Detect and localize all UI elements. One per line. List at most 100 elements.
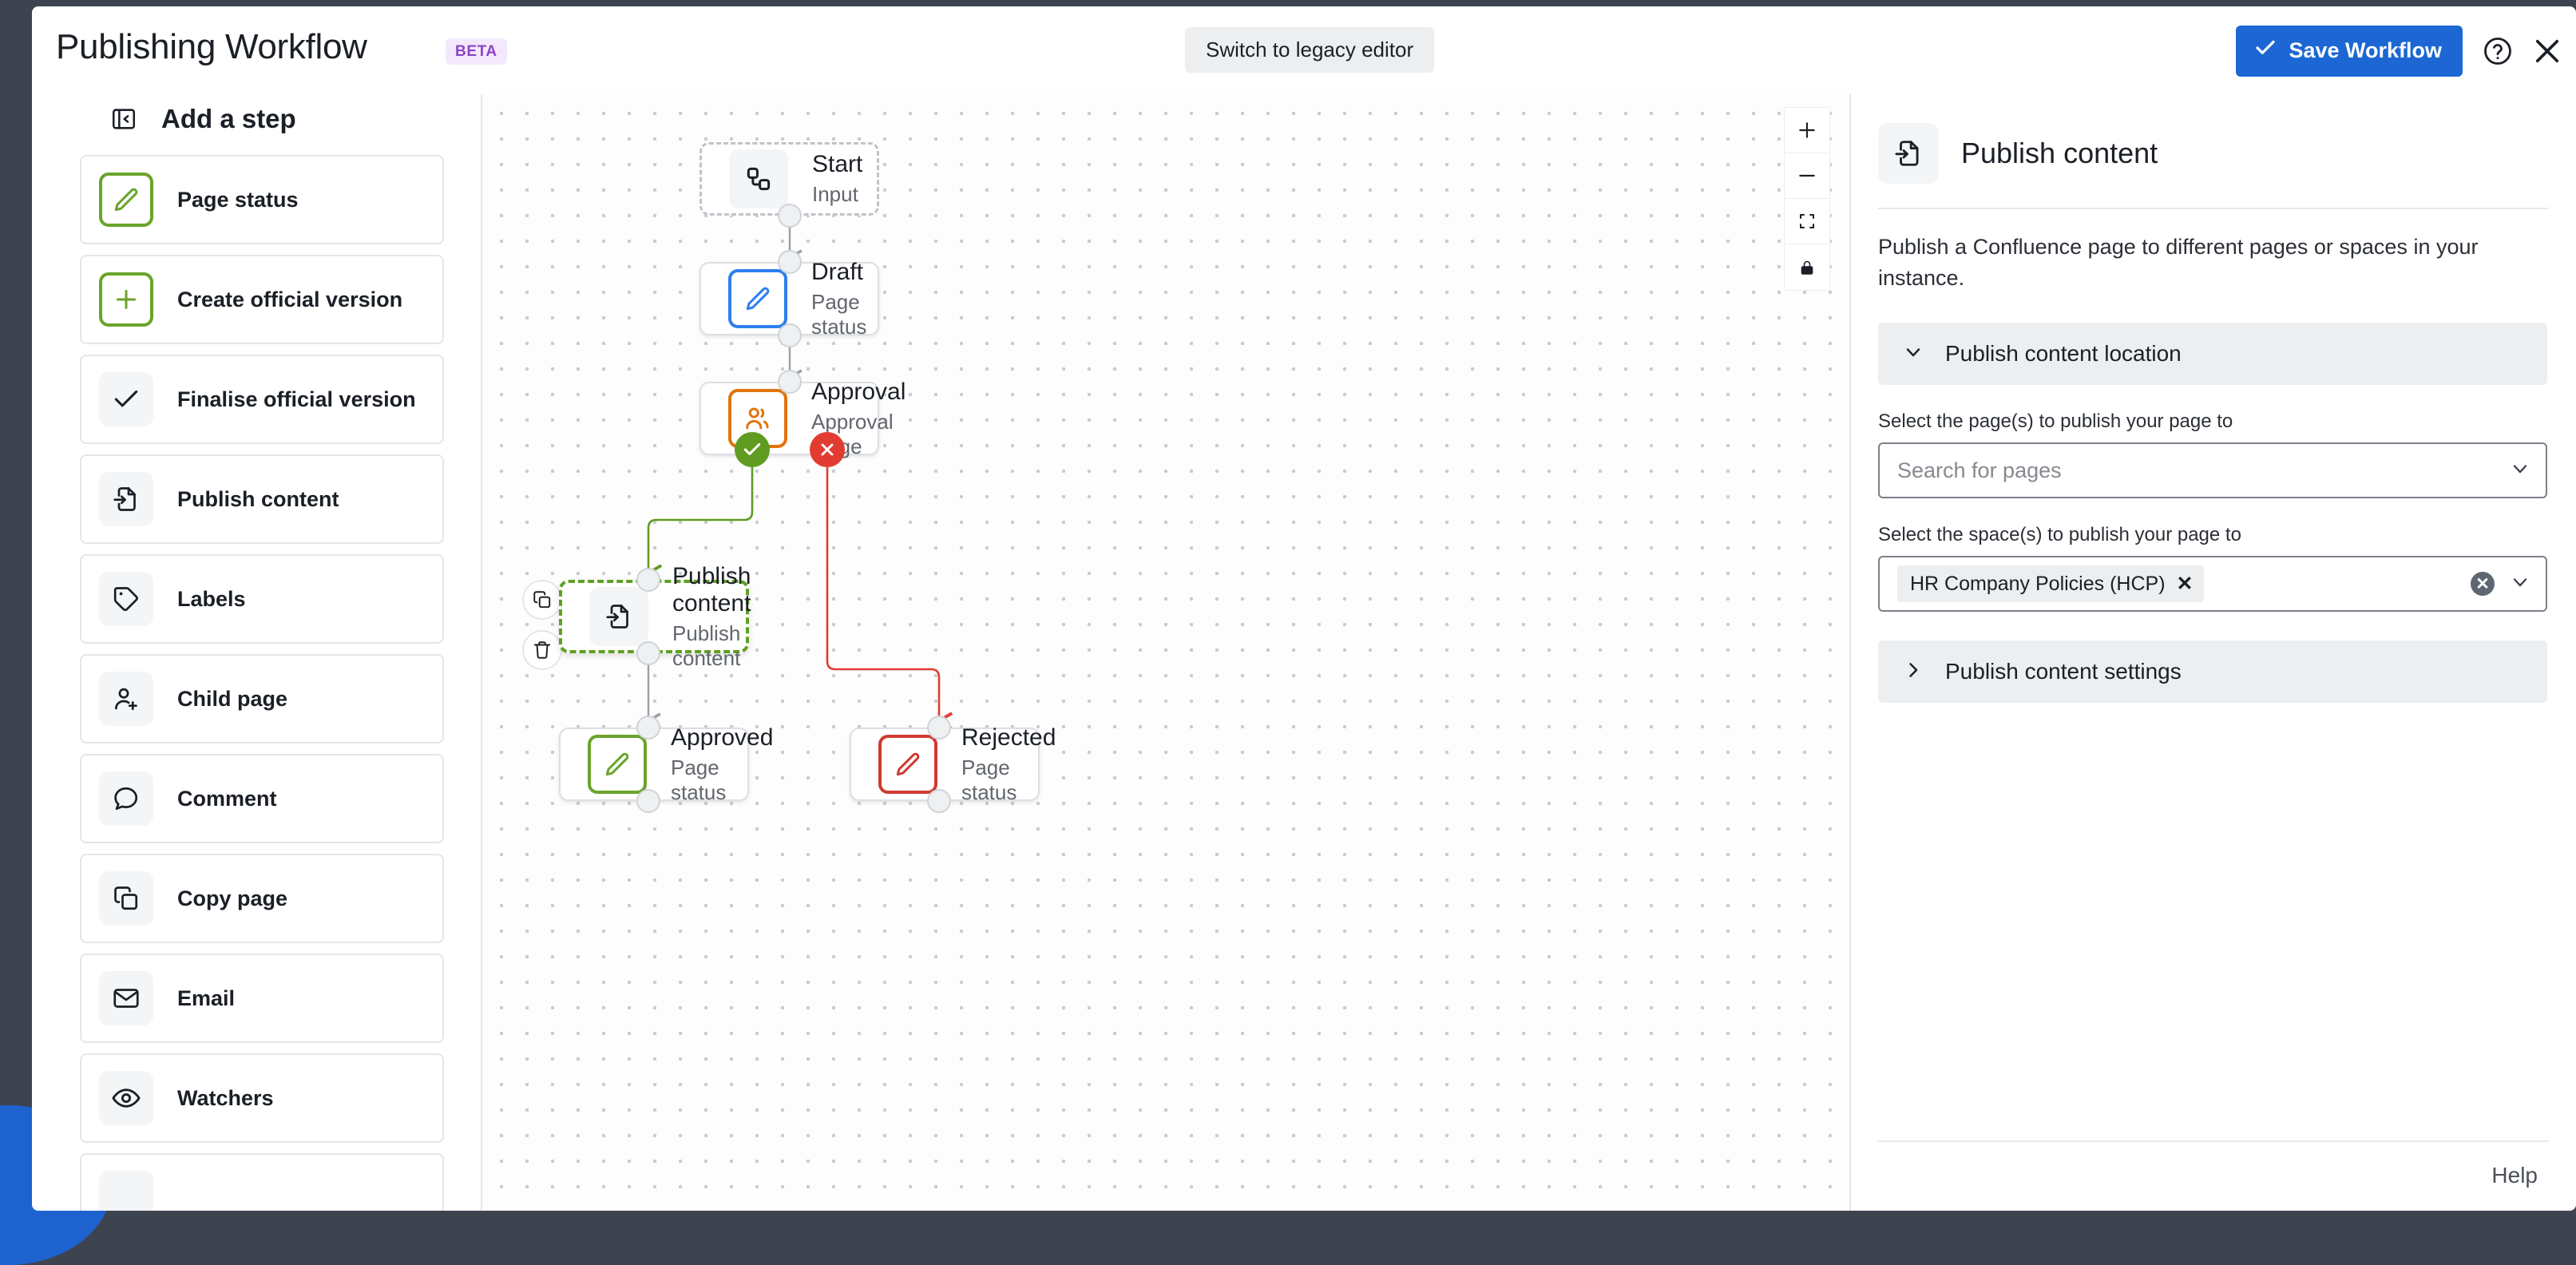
envelope-icon (99, 971, 153, 1025)
node-title: Start (812, 151, 862, 178)
node-port-draft-in[interactable] (778, 250, 802, 274)
node-subtitle: Input (812, 182, 862, 207)
lock-icon[interactable] (1785, 244, 1829, 290)
publish-file-icon (99, 472, 153, 526)
sidebar-title: Add a step (161, 104, 296, 134)
question-circle-icon[interactable] (2477, 30, 2519, 72)
check-icon (2253, 36, 2277, 65)
step-config-panel: Publish content Publish a Confluence pag… (1851, 94, 2576, 1211)
sidebar-item-child-page[interactable]: Child page (80, 654, 444, 744)
clear-selection-icon[interactable]: ✕ (2471, 572, 2495, 596)
node-port-publish-out[interactable] (636, 641, 660, 665)
node-title: Rejected (961, 724, 1056, 751)
canvas-zoom-controls (1784, 107, 1830, 291)
sidebar-item-label: Copy page (177, 886, 287, 911)
check-icon (99, 372, 153, 426)
node-title: Approval (811, 379, 906, 406)
pages-select-field[interactable]: Search for pages (1878, 442, 2547, 498)
eye-icon (99, 1071, 153, 1125)
accordion-label: Publish content location (1945, 341, 2182, 367)
help-link[interactable]: Help (2491, 1163, 2549, 1188)
plus-icon (99, 272, 153, 327)
pencil-icon (99, 172, 153, 227)
add-step-sidebar: Add a step Page status Create official v… (32, 94, 482, 1211)
save-workflow-label: Save Workflow (2289, 38, 2442, 63)
zoom-in-button[interactable] (1785, 108, 1829, 153)
sidebar-header: Add a step (32, 94, 481, 155)
sidebar-item-label: Publish content (177, 487, 339, 512)
sidebar-item-create-official-version[interactable]: Create official version (80, 255, 444, 344)
save-workflow-button[interactable]: Save Workflow (2236, 26, 2463, 77)
chevron-down-icon[interactable] (2509, 571, 2531, 597)
pencil-icon (728, 269, 787, 328)
pencil-icon (878, 735, 937, 794)
node-title: Publish content (672, 563, 751, 617)
panel-footer: Help (1878, 1140, 2549, 1211)
node-port-start-out[interactable] (778, 204, 802, 228)
chevron-down-icon (1902, 341, 1924, 367)
sidebar-item-email[interactable]: Email (80, 954, 444, 1043)
publish-file-icon (589, 587, 648, 646)
sidebar-item-label: Email (177, 986, 235, 1011)
sidebar-item-comment[interactable]: Comment (80, 754, 444, 843)
workflow-editor-modal: Publishing Workflow BETA Switch to legac… (32, 6, 2576, 1211)
accordion-label: Publish content settings (1945, 659, 2182, 684)
copy-icon (99, 871, 153, 926)
duplicate-node-button[interactable] (522, 580, 562, 620)
chevron-down-icon[interactable] (2509, 458, 2531, 484)
fit-view-icon[interactable] (1785, 199, 1829, 244)
node-port-approved-out[interactable] (636, 789, 660, 813)
node-subtitle: Page status (961, 755, 1056, 805)
sidebar-item-copy-page[interactable]: Copy page (80, 854, 444, 943)
sidebar-item-watchers[interactable]: Watchers (80, 1053, 444, 1143)
comment-icon (99, 771, 153, 826)
accordion-publish-content-settings[interactable]: Publish content settings (1878, 640, 2547, 703)
sidebar-item-labels[interactable]: Labels (80, 554, 444, 644)
switch-to-legacy-editor-button[interactable]: Switch to legacy editor (1185, 27, 1434, 73)
chevron-right-icon (1902, 659, 1924, 685)
tag-icon (99, 572, 153, 626)
beta-badge: BETA (446, 38, 507, 65)
sidebar-item-label: Child page (177, 687, 287, 712)
node-title: Approved (671, 724, 773, 751)
panel-header: Publish content (1851, 94, 2576, 184)
node-port-approval-in[interactable] (778, 370, 802, 394)
sidebar-item-label: Comment (177, 787, 277, 811)
selected-space-chip[interactable]: HR Company Policies (HCP) ✕ (1897, 565, 2204, 602)
search-input[interactable]: Search for pages (1897, 458, 2509, 483)
sidebar-item-finalise-official-version[interactable]: Finalise official version (80, 355, 444, 444)
node-port-draft-out[interactable] (778, 323, 802, 347)
node-port-publish-in[interactable] (636, 568, 660, 592)
node-subtitle: Publish content (672, 621, 751, 671)
reject-branch-badge[interactable] (810, 432, 845, 467)
sidebar-item-label: Labels (177, 587, 246, 612)
node-port-rejected-in[interactable] (927, 716, 951, 740)
sidebar-item-partial[interactable] (80, 1153, 444, 1211)
delete-node-button[interactable] (522, 630, 562, 670)
chip-remove-icon[interactable]: ✕ (2177, 572, 2194, 596)
sidebar-item-page-status[interactable]: Page status (80, 155, 444, 244)
node-text: Rejected Page status (961, 724, 1056, 805)
accordion-publish-content-location[interactable]: Publish content location (1878, 323, 2547, 385)
panel-collapse-icon[interactable] (110, 105, 137, 133)
zoom-out-button[interactable] (1785, 153, 1829, 199)
node-title: Draft (811, 259, 878, 286)
node-text: Draft Page status (811, 259, 878, 339)
panel-description: Publish a Confluence page to different p… (1878, 232, 2547, 294)
close-icon[interactable] (2526, 30, 2568, 72)
node-subtitle: Page status (671, 755, 773, 805)
node-port-approved-in[interactable] (636, 716, 660, 740)
sidebar-item-publish-content[interactable]: Publish content (80, 454, 444, 544)
chip-label: HR Company Policies (HCP) (1910, 573, 2166, 596)
panel-body: Publish a Confluence page to different p… (1851, 209, 2576, 1140)
user-plus-icon (99, 672, 153, 726)
node-port-rejected-out[interactable] (927, 789, 951, 813)
spaces-select-field[interactable]: HR Company Policies (HCP) ✕ ✕ (1878, 556, 2547, 612)
workflow-canvas[interactable]: Start Input Draft Page status (482, 94, 1851, 1211)
edge-approval-publish (648, 450, 752, 573)
sidebar-item-label: Watchers (177, 1086, 274, 1111)
flow-start-icon (729, 149, 788, 208)
approve-branch-badge[interactable] (735, 432, 770, 467)
pages-field-label: Select the page(s) to publish your page … (1878, 410, 2547, 433)
spaces-field-label: Select the space(s) to publish your page… (1878, 524, 2547, 546)
